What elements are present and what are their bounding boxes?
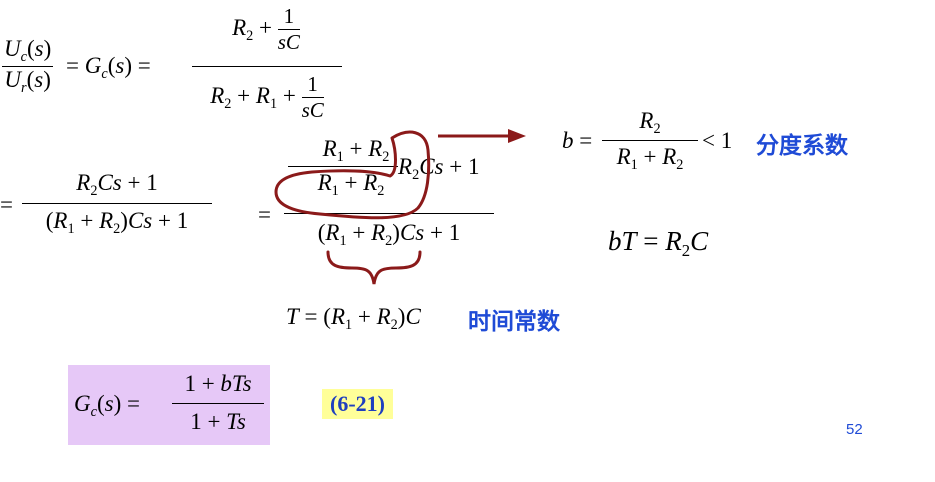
label-time-constant: 时间常数: [468, 309, 560, 335]
annotation-brace: [326, 250, 422, 285]
page-number: 52: [846, 421, 863, 438]
b-definition: b = R2 R1 + R2 < 1 分度系数: [562, 108, 848, 173]
time-constant-equation: T = (R1 + R2)C: [286, 304, 421, 333]
annotation-loop: [274, 130, 431, 220]
label-division-coefficient: 分度系数: [756, 133, 848, 159]
bT-equation: bT = R2C: [608, 226, 709, 260]
annotation-arrow-head: [508, 129, 526, 143]
nested-fraction: = R1 + R2 R2Cs + 1 R1 + R2 (R1 + R2)Cs +…: [258, 132, 498, 262]
equation-number: (6-21): [322, 389, 393, 419]
final-transfer-function: Gc(s) = 1 + bTs 1 + Ts: [68, 365, 270, 445]
